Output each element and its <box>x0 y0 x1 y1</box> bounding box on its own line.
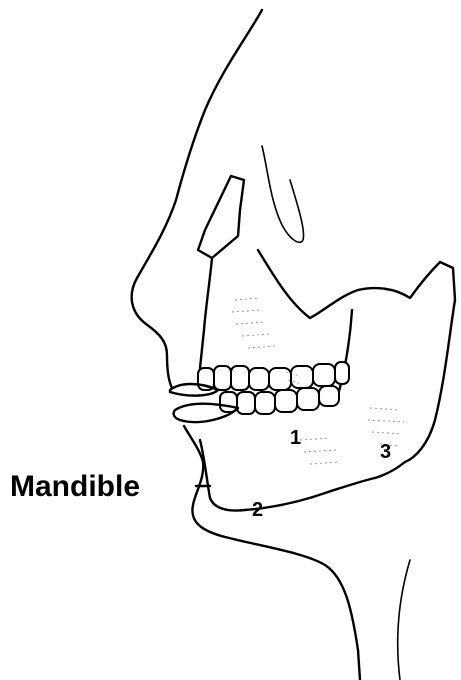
lower-tooth <box>275 390 297 412</box>
upper-tooth <box>214 366 231 390</box>
lower-tooth <box>297 388 319 410</box>
lower-tooth <box>237 392 255 414</box>
region-3-label: 3 <box>380 441 391 463</box>
upper-tooth <box>231 366 249 390</box>
maxilla-outline <box>200 250 455 368</box>
lower-tooth <box>255 392 275 414</box>
mandible-ramus-outline <box>338 300 455 478</box>
upper-tooth <box>313 364 335 386</box>
upper-tooth <box>269 368 291 390</box>
lower-tooth <box>220 392 237 412</box>
lower-tooth <box>319 386 339 406</box>
region-1-label: 1 <box>290 427 301 449</box>
orbit-outline <box>262 146 304 242</box>
face-profile-outline <box>132 10 360 680</box>
upper-tooth <box>291 366 313 388</box>
upper-tooth <box>335 362 349 384</box>
mandible-lower-border <box>200 440 375 511</box>
posterior-neck-outline <box>398 560 410 680</box>
mandible-label: Mandible <box>10 470 140 503</box>
nasal-bone-outline <box>198 176 244 258</box>
region-2-label: 2 <box>252 499 263 521</box>
upper-tooth <box>249 368 269 390</box>
